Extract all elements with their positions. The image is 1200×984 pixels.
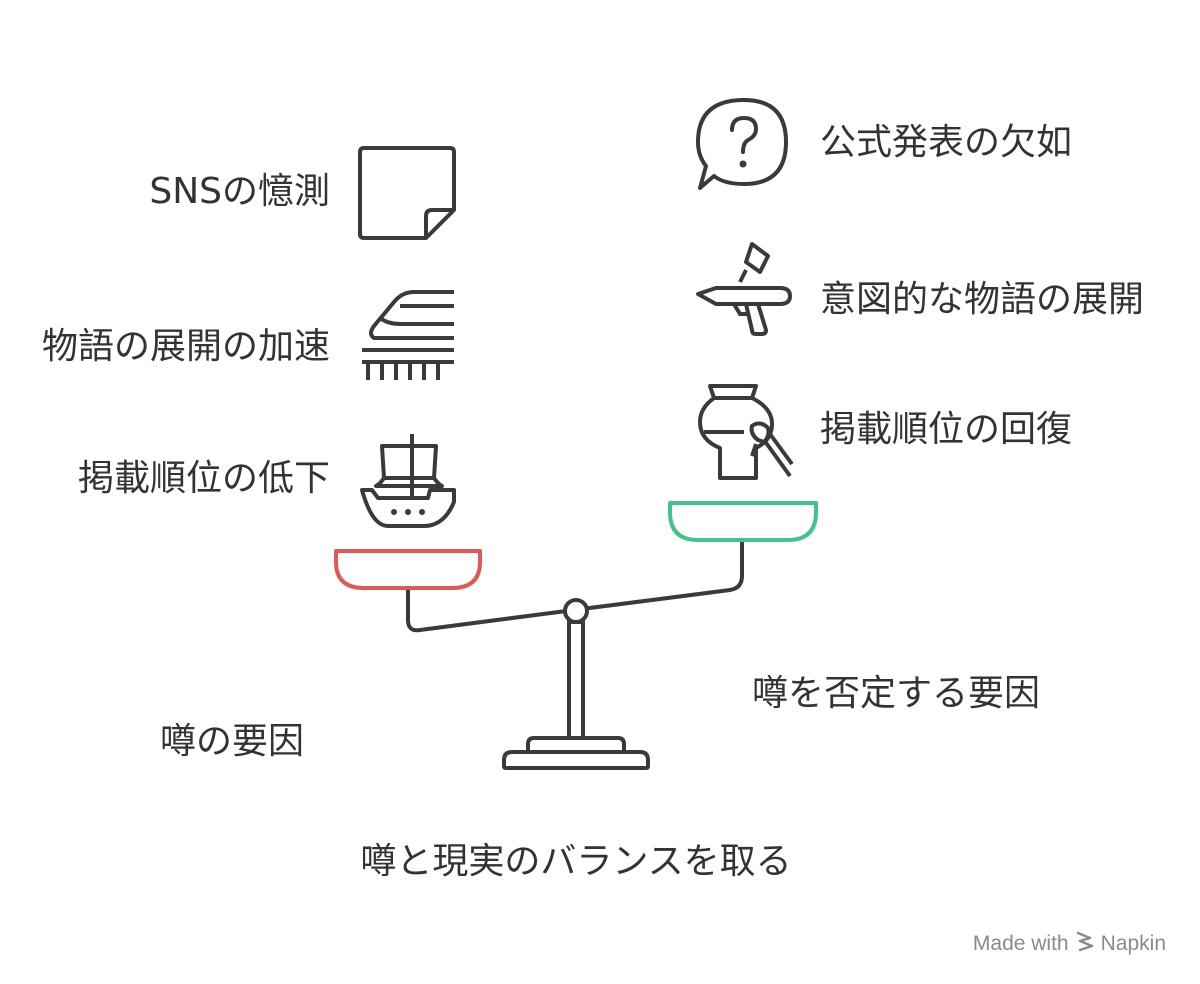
- sticky-note-icon: [358, 144, 458, 242]
- left-item-label-2: 物語の展開の加速: [41, 326, 330, 367]
- napkin-logo-icon: [1075, 930, 1095, 958]
- right-item-label-2: 意図的な物語の展開: [820, 279, 1145, 320]
- main-title: 噂と現実のバランスを取る: [360, 841, 792, 882]
- right-pan: [668, 501, 818, 542]
- napkin-watermark: Made with Napkin: [973, 930, 1166, 958]
- scale-base: [502, 750, 650, 770]
- watermark-text: Made with: [972, 932, 1069, 955]
- airbrush-icon: [694, 238, 794, 338]
- left-group-title: 噂の要因: [160, 721, 305, 762]
- sailing-ship-icon: [358, 432, 458, 530]
- right-item-label-3: 掲載順位の回復: [820, 409, 1073, 450]
- scale-base-top: [526, 736, 626, 752]
- bullet-train-icon: [358, 288, 458, 384]
- left-pan: [334, 549, 482, 590]
- question-bubble-icon: [694, 96, 794, 192]
- scale-post: [567, 620, 585, 740]
- vase-brush-icon: [694, 382, 794, 482]
- left-item-label-1: SNSの憶測: [149, 171, 330, 212]
- watermark-brand: Napkin: [1100, 932, 1166, 955]
- left-item-label-3: 掲載順位の低下: [77, 458, 330, 499]
- right-item-label-1: 公式発表の欠如: [820, 122, 1073, 163]
- right-group-title: 噂を否定する要因: [752, 673, 1041, 714]
- scale-pivot: [563, 598, 589, 624]
